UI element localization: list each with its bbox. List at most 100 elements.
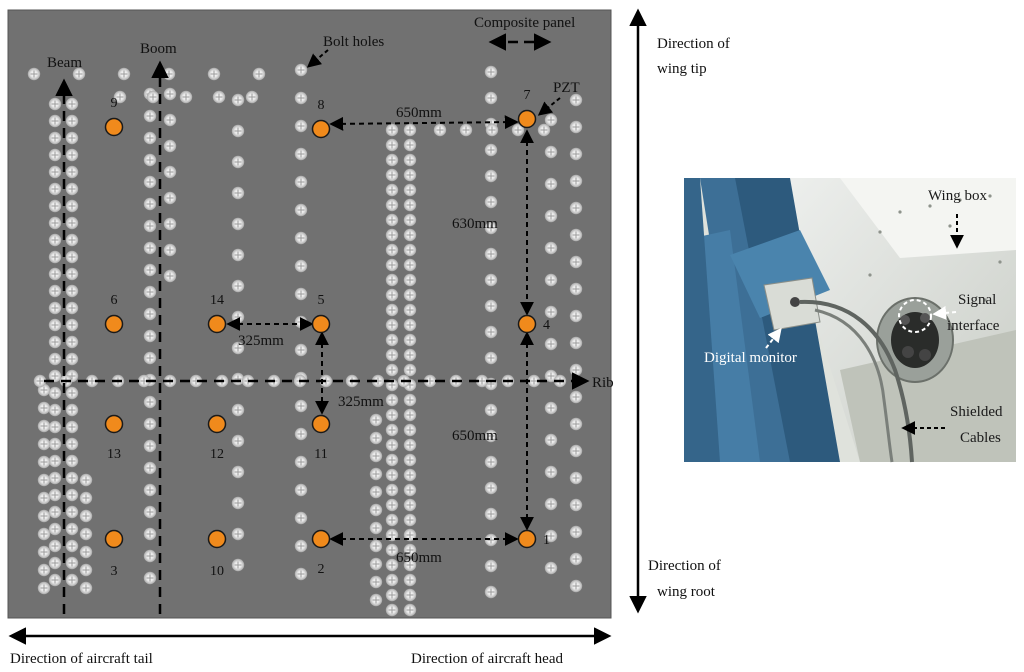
bolt-hole xyxy=(48,250,62,264)
bolt-hole xyxy=(403,303,417,317)
bolt-hole xyxy=(403,573,417,587)
bolt-hole xyxy=(48,556,62,570)
structure-lines xyxy=(44,60,590,614)
sensor-label-1: 1 xyxy=(543,533,550,548)
bolt-hole xyxy=(179,90,193,104)
bolt-hole xyxy=(369,557,383,571)
bolt-hole xyxy=(485,123,499,137)
bolt-hole xyxy=(65,539,79,553)
bolt-hole xyxy=(231,403,245,417)
bolt-hole xyxy=(65,148,79,162)
bolt-hole xyxy=(484,351,498,365)
bolt-hole xyxy=(403,468,417,482)
bolt-hole xyxy=(403,453,417,467)
bolt-hole xyxy=(369,431,383,445)
bolt-hole xyxy=(143,131,157,145)
bolt-hole xyxy=(163,269,177,283)
bolt-hole xyxy=(544,529,558,543)
bolt-hole xyxy=(294,147,308,161)
bolt-hole xyxy=(569,579,583,593)
bolt-hole xyxy=(403,138,417,152)
bolt-hole xyxy=(143,549,157,563)
bolt-hole xyxy=(65,335,79,349)
bolt-hole xyxy=(143,483,157,497)
bolt-hole xyxy=(48,522,62,536)
bolt-hole xyxy=(48,199,62,213)
bolt-hole xyxy=(385,153,399,167)
bolt-hole xyxy=(143,175,157,189)
bolt-hole xyxy=(484,65,498,79)
bolt-hole xyxy=(79,491,93,505)
bolt-hole xyxy=(569,255,583,269)
sensor-label-11: 11 xyxy=(314,447,327,462)
bolt-hole xyxy=(403,393,417,407)
bolt-hole xyxy=(484,403,498,417)
bolt-hole xyxy=(385,558,399,572)
bolt-hole xyxy=(212,90,226,104)
bolt-hole xyxy=(294,511,308,525)
bolt-hole xyxy=(65,97,79,111)
bolt-hole xyxy=(48,505,62,519)
bolt-hole xyxy=(569,174,583,188)
bolt-hole xyxy=(385,453,399,467)
aircraft-tail-label: Direction of aircraft tail xyxy=(10,651,153,667)
bolt-hole xyxy=(231,217,245,231)
bolt-hole xyxy=(65,165,79,179)
signal-label-1: Signal xyxy=(958,292,996,308)
bolt-hole xyxy=(385,258,399,272)
pzt-sensor-1 xyxy=(517,529,537,549)
bolt-hole xyxy=(294,427,308,441)
bolt-hole xyxy=(385,573,399,587)
bolt-hole xyxy=(48,539,62,553)
bolt-hole xyxy=(231,496,245,510)
bolt-hole xyxy=(146,90,160,104)
bolt-hole xyxy=(231,279,245,293)
bolt-hole xyxy=(403,558,417,572)
aircraft-head-label: Direction of aircraft head xyxy=(411,651,563,667)
bolt-hole xyxy=(385,213,399,227)
bolt-hole xyxy=(569,309,583,323)
bolt-hole xyxy=(143,329,157,343)
bolt-hole xyxy=(294,483,308,497)
bolt-hole xyxy=(231,434,245,448)
bolt-hole xyxy=(385,483,399,497)
bolt-hole xyxy=(544,305,558,319)
bolt-hole xyxy=(484,91,498,105)
pzt-sensor-3 xyxy=(104,529,124,549)
dim-14-5-text: 325mm xyxy=(238,333,284,349)
bolt-hole xyxy=(403,348,417,362)
wing-tip-label-1: Direction of xyxy=(657,36,730,52)
wing-box-photo: Wing box Signal interface Digital monito… xyxy=(684,178,1016,463)
bolt-hole xyxy=(403,243,417,257)
bolt-hole xyxy=(369,521,383,535)
bolt-hole xyxy=(65,301,79,315)
bolt-hole xyxy=(544,241,558,255)
bolt-hole xyxy=(48,488,62,502)
bolt-hole xyxy=(484,143,498,157)
pzt-sensor-9 xyxy=(104,117,124,137)
bolt-hole xyxy=(33,374,47,388)
bolt-hole xyxy=(385,498,399,512)
bolt-hole xyxy=(65,522,79,536)
bolt-hole xyxy=(65,505,79,519)
bolt-hole xyxy=(294,455,308,469)
bolt-hole xyxy=(294,567,308,581)
bolt-hole xyxy=(143,153,157,167)
bolt-hole xyxy=(65,573,79,587)
bolt-hole xyxy=(143,505,157,519)
pzt-sensor-4 xyxy=(517,314,537,334)
shielded-label-1: Shielded xyxy=(950,404,1003,420)
bolt-hole xyxy=(65,131,79,145)
bolt-hole xyxy=(79,509,93,523)
bolt-hole xyxy=(72,67,86,81)
shielded-label-2: Cables xyxy=(960,430,1001,446)
sensor-label-3: 3 xyxy=(111,564,118,579)
bolt-hole xyxy=(231,248,245,262)
bolt-hole xyxy=(385,138,399,152)
bolt-hole xyxy=(37,419,51,433)
bolt-hole xyxy=(385,588,399,602)
bolt-hole xyxy=(433,123,447,137)
pzt-sensor-10 xyxy=(207,529,227,549)
bolt-hole xyxy=(385,318,399,332)
